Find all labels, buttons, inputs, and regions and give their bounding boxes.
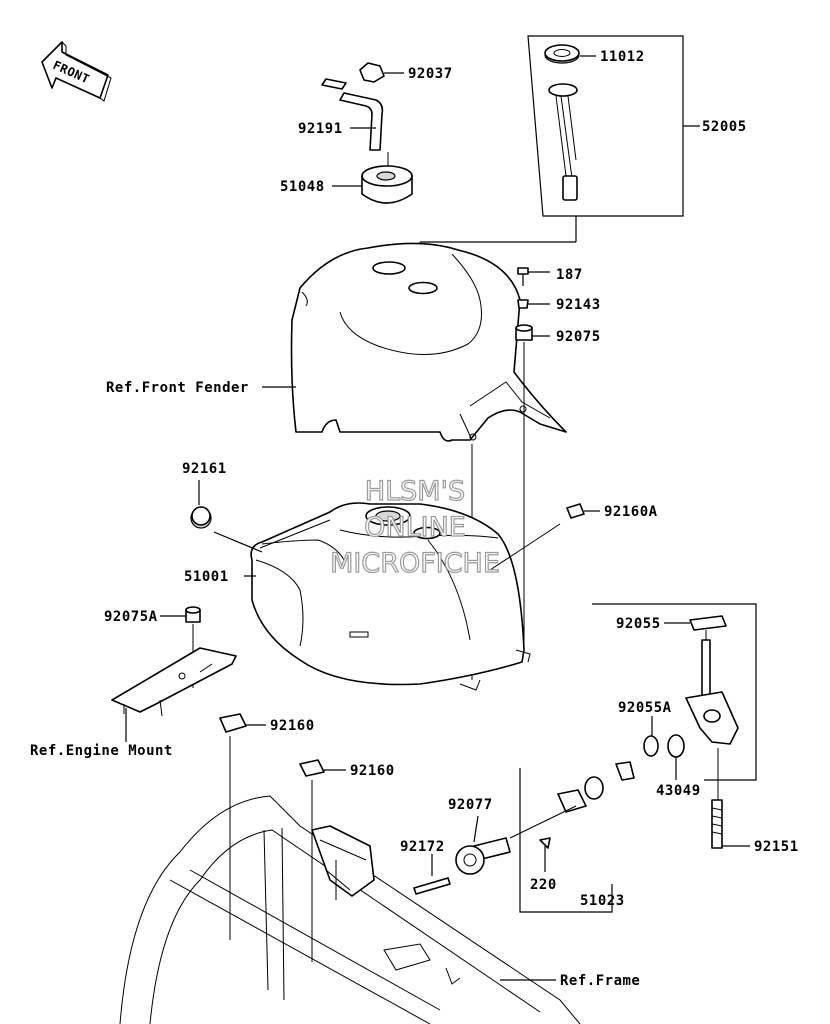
watermark-line-1: HLSM'S (365, 476, 465, 507)
label-92161: 92161 (182, 461, 227, 477)
label-ref-frame: Ref.Frame (560, 973, 640, 989)
label-51023: 51023 (580, 893, 625, 909)
watermark: HLSM'S ONLINE MICROFICHE (329, 475, 500, 579)
fuel-gauge-assembly (419, 35, 700, 284)
label-ref-front-fender: Ref.Front Fender (106, 380, 249, 396)
label-92191: 92191 (298, 121, 343, 137)
label-92160-lower: 92160 (350, 763, 395, 779)
breather-hose (321, 62, 404, 151)
label-187: 187 (556, 267, 583, 283)
label-92075: 92075 (556, 329, 601, 345)
engine-mount-bracket (111, 606, 237, 742)
label-92075A: 92075A (104, 609, 158, 625)
label-ref-engine-mount: Ref.Engine Mount (30, 743, 173, 759)
label-43049: 43049 (656, 783, 701, 799)
grommet-92161 (190, 480, 212, 529)
label-92160-upper: 92160 (270, 718, 315, 734)
label-51001: 51001 (184, 569, 229, 585)
label-92160A: 92160A (604, 504, 658, 520)
watermark-line-2: ONLINE (364, 512, 466, 543)
label-11012: 11012 (600, 49, 645, 65)
fuel-cock-assembly (509, 603, 757, 913)
label-92077: 92077 (448, 797, 493, 813)
label-92037: 92037 (408, 66, 453, 82)
label-92055A: 92055A (618, 700, 672, 716)
clips-92160 (219, 713, 346, 962)
frame (119, 795, 581, 1024)
label-92151: 92151 (754, 839, 799, 855)
label-51048: 51048 (280, 179, 325, 195)
label-220: 220 (530, 877, 557, 893)
part-labels: 11012 52005 92037 92191 51048 187 92143 … (30, 49, 799, 989)
front-fender (262, 242, 567, 442)
watermark-line-3: MICROFICHE (330, 548, 500, 579)
label-92143: 92143 (556, 297, 601, 313)
label-52005: 52005 (702, 119, 747, 135)
fuel-cap (332, 152, 413, 204)
fuel-cock-lever (413, 815, 511, 895)
fuel-tank (213, 502, 600, 691)
label-92172: 92172 (400, 839, 445, 855)
front-arrow-icon: FRONT (41, 41, 112, 102)
label-92055: 92055 (616, 616, 661, 632)
